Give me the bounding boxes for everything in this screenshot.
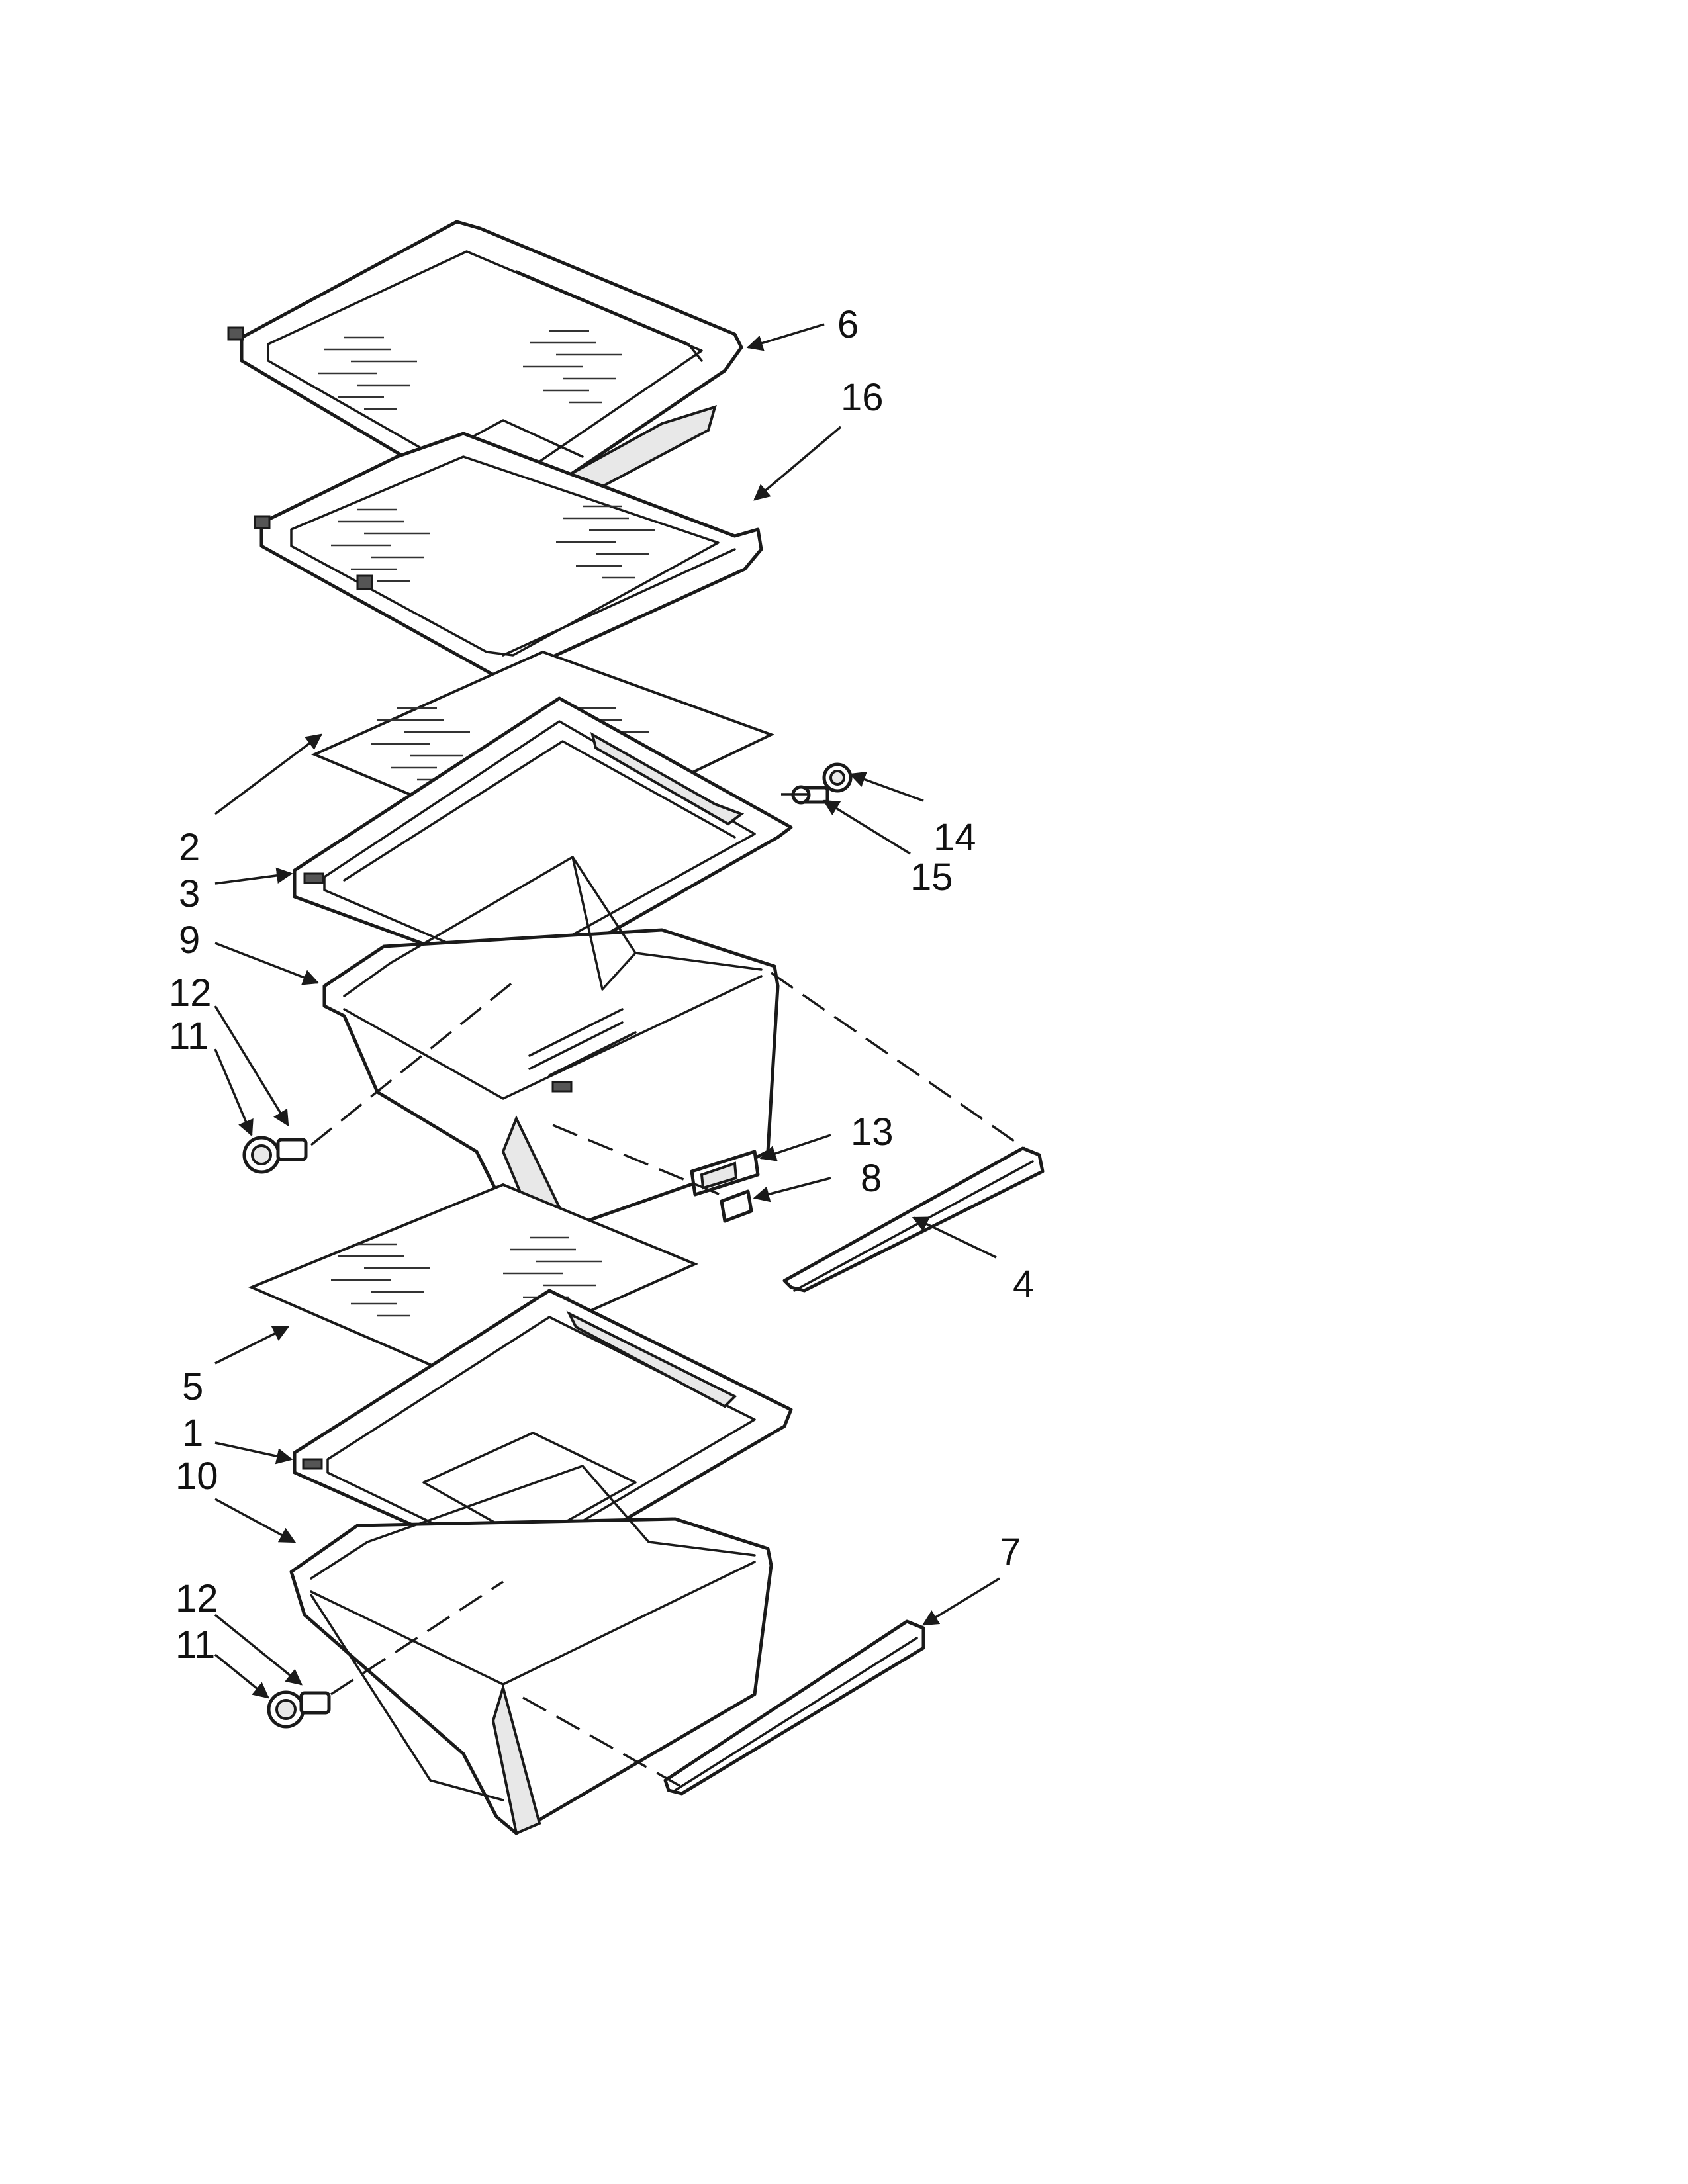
callout-8: 8 [861,1157,882,1200]
roller-part-11-lower [267,1690,305,1729]
label-clip-part-8 [720,1189,753,1223]
callout-12-lower: 12 [175,1577,218,1620]
callout-3: 3 [179,872,200,915]
callout-10: 10 [175,1455,218,1498]
lower-crisper-glass-part-5 [248,1183,699,1375]
upper-crisper-drawer-part-9 [322,856,780,1240]
callout-labels: 6 16 2 3 9 12 11 14 15 13 8 4 5 1 10 12 … [169,303,1034,1666]
label-holder-part-13 [690,1150,760,1197]
lower-crisper-drawer-part-10 [289,1465,773,1835]
callout-6: 6 [837,303,859,346]
crisper-cover-frame-part-3 [293,696,793,991]
callout-16: 16 [841,376,884,419]
roller-axle-part-12-lower [299,1691,331,1715]
callout-12-upper: 12 [169,972,212,1015]
callout-7: 7 [1000,1531,1021,1574]
callout-11-upper: 11 [169,1015,209,1058]
callout-13: 13 [851,1111,894,1154]
assembly-lines [310,793,1030,1788]
lower-drawer-trim-part-7 [663,1619,925,1796]
drawer-stop-part-14 [822,762,853,793]
upper-drawer-trim-part-4 [782,1146,1045,1293]
callout-15: 15 [910,856,953,899]
lower-cover-frame-part-1 [293,1289,793,1587]
callout-5: 5 [182,1365,203,1408]
callout-9: 9 [179,919,200,962]
callout-11-lower: 11 [175,1623,215,1666]
leader-lines [214,323,1000,1699]
lower-shelf-part-16 [254,432,763,680]
roller-part-11-upper [242,1136,281,1174]
upper-shelf-part-6 [227,220,743,512]
callout-1: 1 [182,1412,203,1455]
callout-2: 2 [179,826,200,869]
roller-axle-part-12-upper [276,1138,308,1161]
callout-14: 14 [933,816,976,859]
callout-4: 4 [1013,1263,1034,1306]
